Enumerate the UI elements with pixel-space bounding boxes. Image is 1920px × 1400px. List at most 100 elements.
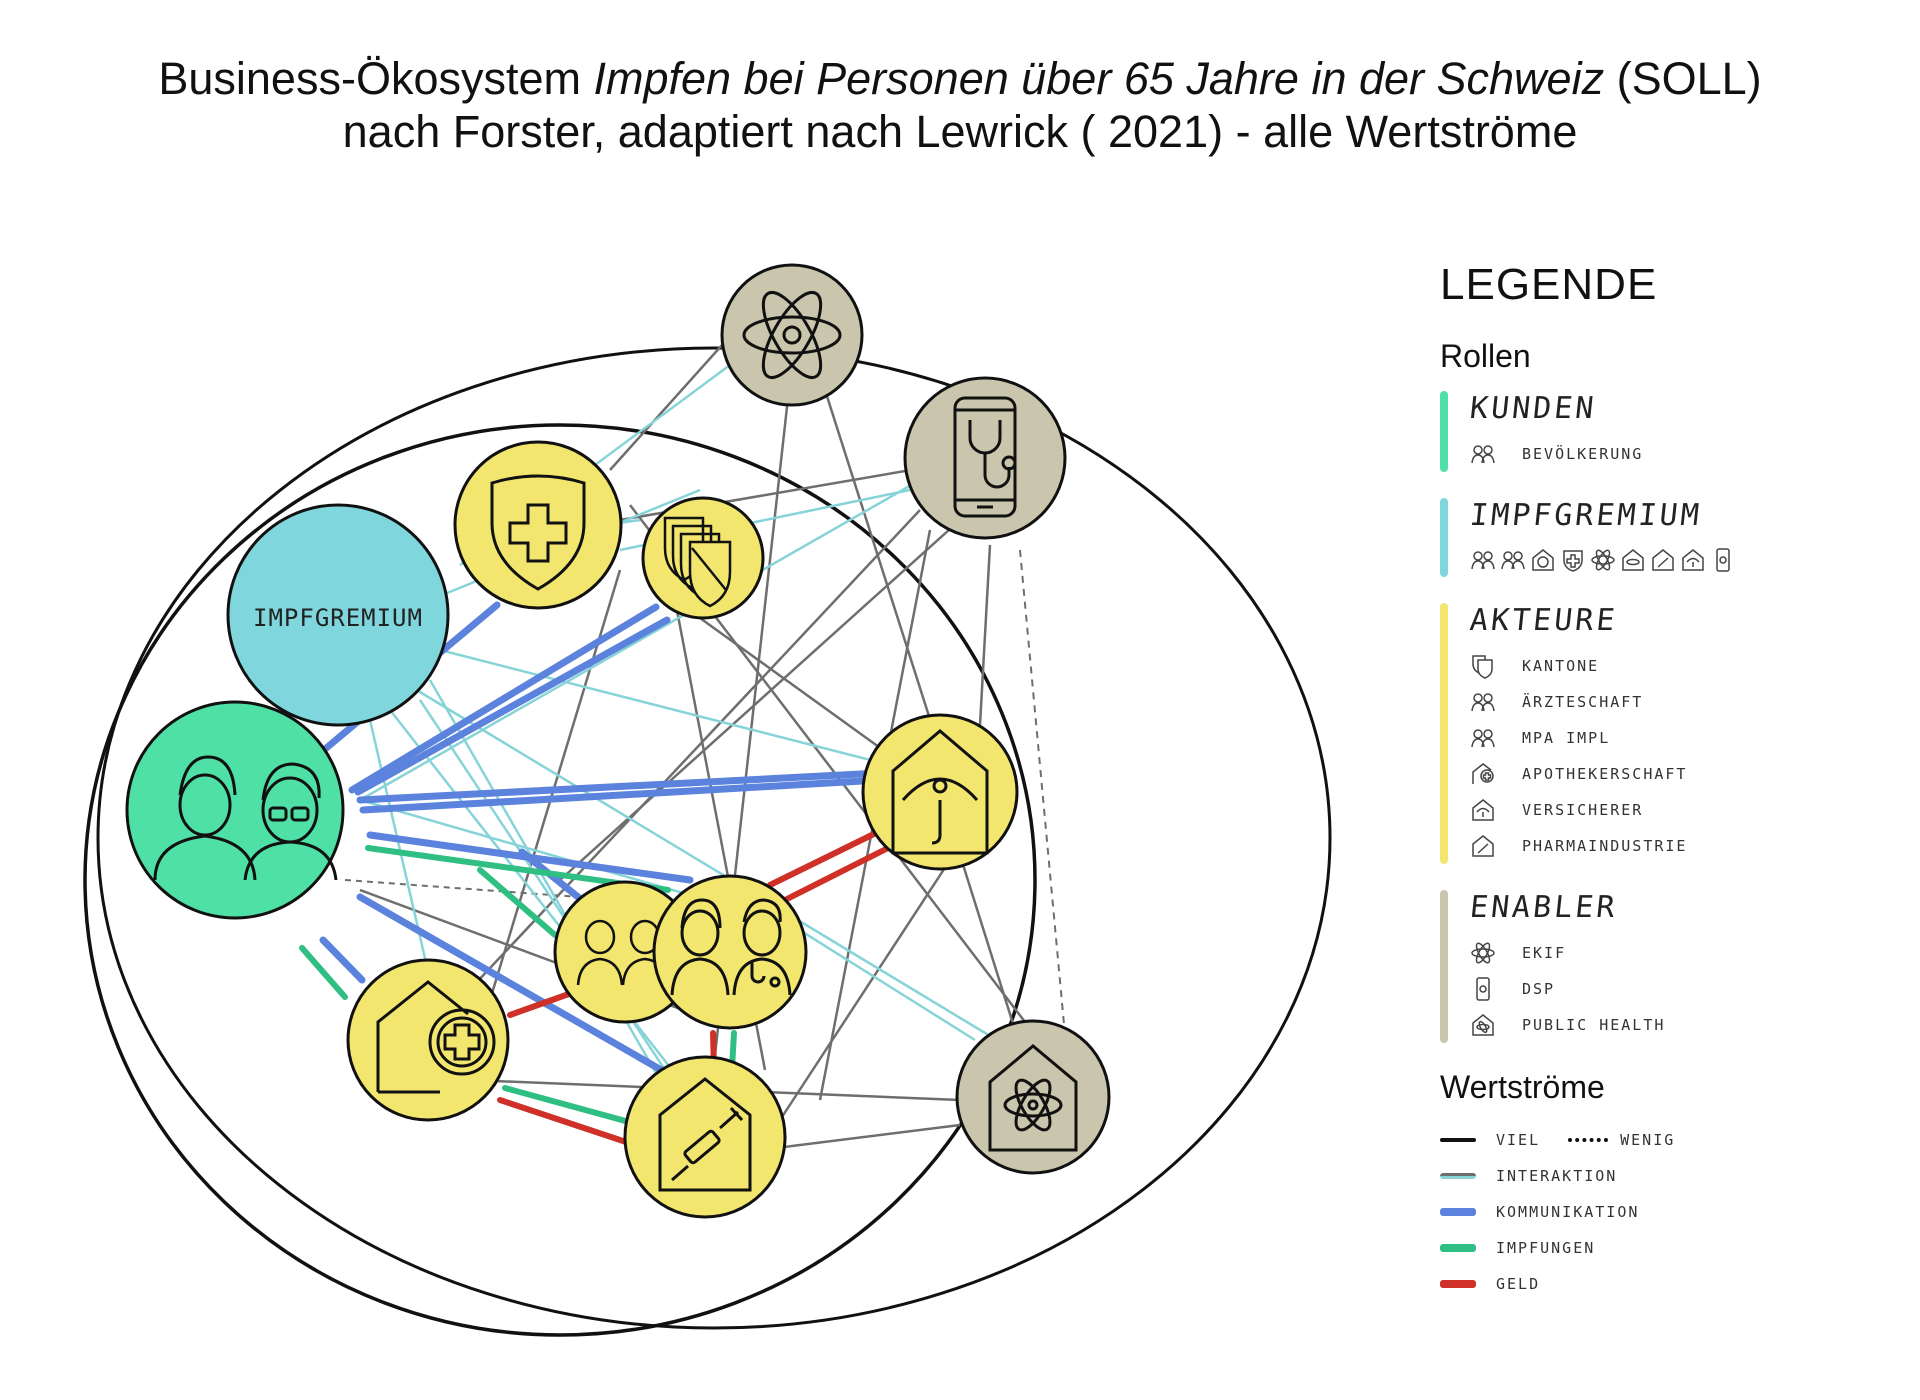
people-icon [1471, 445, 1495, 464]
title-line-2: nach Forster, adaptiert nach Lewrick ( 2… [342, 106, 1578, 157]
title-line-1: Business-Ökosystem Impfen bei Personen ü… [0, 52, 1920, 105]
communication-line [354, 616, 671, 796]
legend-flows-title: Wertströme [1440, 1069, 1605, 1105]
impfgremium-label: IMPFGREMIUM [253, 604, 423, 632]
legend-flow-viel-wenig: VIEL WENIG [1440, 1122, 1860, 1158]
interaction-line [778, 859, 952, 1121]
pharma-icon [1652, 549, 1674, 571]
interaction-line-light [359, 478, 921, 802]
legend-flow-kommunikation: KOMMUNIKATION [1440, 1194, 1860, 1230]
role-item: EKIF [1470, 935, 1860, 971]
flow-swatch-solid [1440, 1138, 1476, 1142]
flow-swatch [1440, 1173, 1476, 1179]
role-item: DSP [1470, 971, 1860, 1007]
node-dsp[interactable] [903, 376, 1067, 540]
role-name: IMPFGREMIUM [1468, 498, 1704, 533]
node-versicherer[interactable] [861, 713, 1019, 871]
node-bund[interactable] [453, 440, 623, 610]
legend: LEGENDE Rollen KUNDEN BEVÖLKERUNG IMPFGR… [1440, 260, 1860, 1302]
title-suffix: (SOLL) [1604, 53, 1762, 104]
impfgremium-members-icons [1470, 543, 1860, 577]
role-color-bar [1440, 498, 1448, 577]
role-item: KANTONE [1470, 648, 1860, 684]
pharmacy-icon [376, 980, 496, 1094]
role-item-label: PHARMAINDUSTRIE [1522, 837, 1688, 855]
atom-house-icon [1622, 549, 1644, 571]
atom-house-icon [988, 1044, 1078, 1152]
pharmacy-icon [1472, 763, 1494, 784]
interaction-line [958, 854, 1017, 1031]
interaction-line-light [359, 798, 691, 897]
insurance-house-icon [891, 729, 989, 855]
role-item-label: BEVÖLKERUNG [1522, 445, 1644, 463]
communication-line [518, 848, 592, 909]
atom-icon [742, 290, 842, 380]
role-item-label: EKIF [1522, 944, 1567, 962]
flow-viel-label: VIEL [1496, 1131, 1541, 1149]
role-item: MPA IMPL [1470, 720, 1860, 756]
role-item-label: ÄRZTESCHAFT [1522, 693, 1644, 711]
inner-ecosystem-boundary [83, 423, 1037, 1337]
money-line [767, 827, 885, 888]
outer-ecosystem-boundary [96, 346, 1332, 1330]
node-public-health[interactable] [955, 1019, 1111, 1175]
atom-house-icon [1472, 1014, 1494, 1036]
flow-wenig-label: WENIG [1620, 1131, 1676, 1149]
role-color-bar [1440, 391, 1448, 472]
role-item-label: APOTHEKERSCHAFT [1522, 765, 1688, 783]
communication-line [356, 893, 674, 1079]
flow-label: INTERAKTION [1496, 1167, 1618, 1185]
interaction-line [978, 544, 992, 726]
interaction-line [823, 389, 937, 736]
syringe-house-icon [658, 1077, 752, 1192]
title-italic: Impfen bei Personen über 65 Jahre in der… [593, 53, 1605, 104]
interaction-line [609, 324, 741, 471]
role-item: VERSICHERER [1470, 792, 1860, 828]
role-item: BEVÖLKERUNG [1470, 436, 1860, 472]
legend-title: LEGENDE [1440, 260, 1658, 309]
flow-swatch [1440, 1280, 1476, 1288]
interaction-line [759, 1123, 961, 1152]
communication-line [319, 936, 366, 984]
interaction-line-dashed [1019, 549, 1066, 1036]
communication-line [348, 603, 660, 794]
ecosystem-diagram: IMPFGREMIUM [83, 263, 1332, 1337]
legend-flow-geld: GELD [1440, 1266, 1860, 1302]
legend-roles-title: Rollen [1440, 338, 1531, 374]
diagram-title: Business-Ökosystem Impfen bei Personen ü… [0, 52, 1920, 158]
node-impfgremium[interactable]: IMPFGREMIUM [226, 503, 450, 727]
vaccination-line [477, 867, 558, 938]
legend-role-enabler: ENABLER EKIF DSP PUBLIC HEALTH [1440, 890, 1860, 1043]
people-icon [153, 755, 338, 881]
node-ekif[interactable] [720, 263, 864, 407]
canton-shields-icon [1472, 655, 1493, 679]
swiss-shield-icon [490, 474, 586, 591]
pharmacy-icon [1532, 549, 1554, 571]
money-line [782, 845, 891, 903]
role-item: APOTHEKERSCHAFT [1470, 756, 1860, 792]
flow-swatch [1440, 1244, 1476, 1252]
interaction-line [674, 598, 891, 757]
doctors-icon [1471, 693, 1495, 712]
node-aerzteschaft[interactable] [652, 874, 808, 1030]
doctors-icon [670, 898, 792, 996]
title-prefix: Business-Ökosystem [158, 53, 594, 104]
phone-stethoscope-icon [953, 396, 1017, 518]
swiss-shield-icon [1563, 550, 1583, 572]
atom-icon [1591, 549, 1615, 571]
interaction-line [559, 519, 961, 881]
role-item-label: MPA IMPL [1522, 729, 1611, 747]
node-kantone[interactable] [641, 496, 765, 620]
node-apothekerschaft[interactable] [346, 958, 510, 1122]
role-name: ENABLER [1468, 890, 1620, 925]
role-item-label: PUBLIC HEALTH [1522, 1016, 1666, 1034]
role-item-label: KANTONE [1522, 657, 1600, 675]
node-pharmaindustrie[interactable] [623, 1055, 787, 1219]
role-name: KUNDEN [1468, 391, 1599, 426]
mpa-icon [1471, 729, 1495, 748]
role-color-bar [1440, 890, 1448, 1043]
flow-swatch [1440, 1208, 1476, 1216]
node-bevoelkerung[interactable] [125, 700, 345, 920]
flow-label: KOMMUNIKATION [1496, 1203, 1640, 1221]
role-color-bar [1440, 603, 1448, 864]
